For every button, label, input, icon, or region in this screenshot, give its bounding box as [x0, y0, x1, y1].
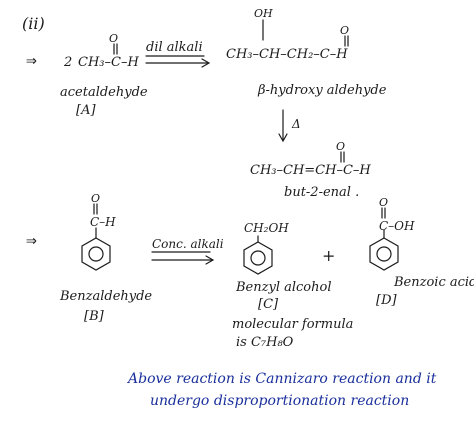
compound-tag-d: [D]	[376, 293, 397, 308]
benzene-ring	[81, 237, 111, 271]
acetaldehyde-name: acetaldehyde	[60, 85, 148, 100]
benzyl-alcohol-name: Benzyl alcohol	[236, 280, 332, 295]
aldol-formula: CH₃–CH–CH₂–C–H	[226, 47, 348, 62]
compound-tag-b: [B]	[84, 309, 104, 324]
part-label: (ii)	[22, 14, 45, 33]
benzene-ring-circle	[376, 246, 392, 262]
plus-sign: +	[322, 246, 336, 265]
benzyl-alcohol-group: CH₂OH	[244, 221, 289, 235]
compound-tag-c: [C]	[258, 297, 279, 312]
formula-note-line1: molecular formula	[232, 317, 354, 332]
implies-arrow-2: ⇒	[26, 230, 37, 251]
butenal-oxygen: O	[336, 140, 346, 153]
benzoic-acid-name: Benzoic acid	[394, 275, 474, 290]
benzaldehyde-group: C–H	[90, 215, 116, 229]
implies-arrow-1: ⇒	[26, 50, 37, 71]
benzaldehyde-name: Benzaldehyde	[60, 289, 153, 304]
reagent-dil-alkali: dil alkali	[146, 40, 203, 55]
benzoic-acid-group: C–OH	[379, 219, 415, 233]
butenal-name: but-2-enal .	[284, 185, 360, 200]
conclusion-line-1: Above reaction is Cannizaro reaction and…	[128, 371, 437, 387]
arrow-head	[205, 255, 215, 265]
arrow-head	[201, 58, 211, 68]
benzene-ring-circle	[88, 246, 104, 262]
acetaldehyde-formula: CH₃–C–H	[78, 55, 139, 70]
hydroxy-group: OH	[254, 7, 273, 20]
benzoic-acid-oxygen: O	[379, 196, 389, 209]
acetaldehyde-oxygen: O	[109, 32, 119, 45]
aldol-name: β-hydroxy aldehyde	[258, 83, 387, 98]
formula-note-line2: is C₇H₈O	[236, 335, 294, 350]
reagent-conc-alkali: Conc. alkali	[152, 237, 224, 251]
compound-tag-a: [A]	[76, 103, 96, 118]
benzene-ring	[243, 241, 273, 275]
arrow-head	[278, 133, 288, 143]
benzene-ring	[369, 237, 399, 271]
heat-symbol: Δ	[292, 117, 301, 131]
benzaldehyde-oxygen: O	[91, 192, 101, 205]
benzene-ring-circle	[250, 250, 266, 266]
acetaldehyde-coefficient: 2	[64, 55, 73, 70]
aldol-oxygen: O	[340, 24, 350, 37]
conclusion-line-2: undergo disproportionation reaction	[150, 393, 410, 409]
butenal-formula: CH₃–CH=CH–C–H	[250, 163, 371, 178]
